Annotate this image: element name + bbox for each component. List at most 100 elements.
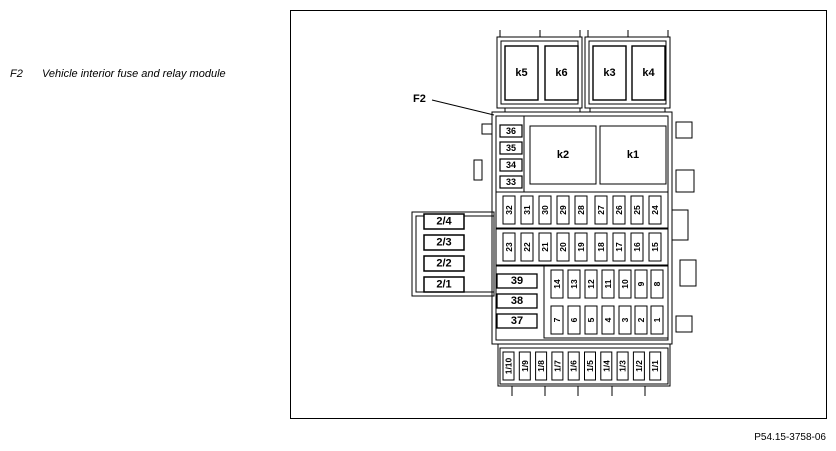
relay-label-k3: k3	[603, 67, 615, 79]
fuse-label-4: 4	[603, 317, 613, 322]
fuse-label-23: 23	[504, 242, 514, 252]
fuse-22	[520, 232, 534, 262]
fuse-label-21: 21	[540, 242, 550, 252]
fuse-23	[502, 232, 516, 262]
fuse-label-15: 15	[650, 242, 660, 252]
fuse-38	[496, 293, 538, 309]
fuse-label-25: 25	[632, 205, 642, 215]
connector-1-5	[584, 351, 596, 381]
fuse-18	[594, 232, 608, 262]
relay-label-k5: k5	[515, 67, 527, 79]
fuse-label-14: 14	[552, 279, 562, 289]
fuse-label-11: 11	[603, 279, 613, 288]
fuse-20	[556, 232, 570, 262]
fuse-32	[502, 195, 516, 225]
fuse-14	[550, 269, 564, 299]
fuse-37	[496, 313, 538, 329]
diagram-frame	[290, 10, 827, 419]
fuse-35	[499, 141, 523, 155]
connector-1-7	[551, 351, 564, 381]
fuse-31	[520, 195, 534, 225]
fuse-label-34: 34	[506, 160, 516, 170]
connector-2-3	[423, 234, 465, 251]
fuse-36	[499, 124, 523, 138]
connector-label-1-3: 1/3	[618, 360, 628, 372]
connector-2-2	[423, 255, 465, 272]
connector-1-8	[535, 351, 548, 381]
connector-label-2-1: 2/1	[436, 279, 451, 291]
fuse-label-33: 33	[506, 177, 516, 187]
fuse-11	[601, 269, 615, 299]
fuse-8	[650, 269, 664, 299]
legend-description: Vehicle interior fuse and relay module	[42, 68, 226, 80]
module-body	[411, 30, 697, 396]
fuse-10	[618, 269, 632, 299]
fuse-label-7: 7	[552, 317, 562, 322]
fuse-17	[612, 232, 626, 262]
fuse-21	[538, 232, 552, 262]
connector-1-1	[649, 351, 662, 381]
fuse-1	[650, 305, 664, 335]
fuse-label-8: 8	[652, 281, 662, 286]
fuse-label-9: 9	[636, 281, 646, 286]
fuse-4	[601, 305, 615, 335]
fuse-28	[574, 195, 588, 225]
fuse-30	[538, 195, 552, 225]
relay-k3	[592, 45, 627, 101]
fuse-label-31: 31	[522, 205, 532, 215]
connector-1-4	[600, 351, 613, 381]
fuse-label-20: 20	[558, 242, 568, 252]
fuse-label-39: 39	[511, 275, 523, 287]
connector-label-1-1: 1/1	[650, 360, 660, 372]
reference-number: P54.15-3758-06	[754, 432, 826, 443]
fuse-24	[648, 195, 662, 225]
fuse-5	[584, 305, 598, 335]
fuse-27	[594, 195, 608, 225]
connector-label-1-7: 1/7	[552, 360, 562, 372]
fuse-label-12: 12	[586, 279, 596, 289]
connector-label-1-5: 1/5	[585, 360, 595, 372]
fuse-label-17: 17	[614, 242, 624, 252]
fuse-label-35: 35	[506, 143, 516, 153]
fuse-label-6: 6	[569, 317, 579, 322]
connector-label-1-8: 1/8	[536, 360, 546, 372]
fuse-12	[584, 269, 598, 299]
fuse-39	[496, 273, 538, 289]
connector-label-1-10: 1/10	[504, 357, 514, 374]
fuse-label-37: 37	[511, 315, 523, 327]
relay-k6	[544, 45, 579, 101]
relay-label-k1: k1	[627, 149, 639, 161]
relay-label-k6: k6	[555, 67, 567, 79]
fuse-label-3: 3	[620, 317, 630, 322]
fuse-label-36: 36	[506, 126, 516, 136]
connector-label-1-4: 1/4	[601, 360, 611, 372]
relay-label-k2: k2	[557, 149, 569, 161]
connector-2-4	[423, 213, 465, 230]
fuse-15	[648, 232, 662, 262]
connector-1-6	[567, 351, 580, 381]
fuse-label-26: 26	[614, 205, 624, 215]
fuse-7	[550, 305, 564, 335]
connector-label-2-4: 2/4	[436, 216, 452, 228]
fuse-label-30: 30	[540, 205, 550, 215]
fuse-9	[634, 269, 648, 299]
fuse-label-28: 28	[576, 205, 586, 215]
fuse-29	[556, 195, 570, 225]
fuse-label-19: 19	[576, 242, 586, 252]
connector-2-1	[423, 276, 465, 293]
fuse-2	[634, 305, 648, 335]
fuse-25	[630, 195, 644, 225]
fuse-3	[618, 305, 632, 335]
fuse-33	[499, 175, 523, 189]
relay-label-k4: k4	[642, 67, 655, 79]
fuse-label-10: 10	[620, 279, 630, 289]
fuse-label-22: 22	[522, 242, 532, 252]
callout-leader	[431, 99, 495, 116]
fuse-19	[574, 232, 588, 262]
relay-k5	[504, 45, 539, 101]
fuse-34	[499, 158, 523, 172]
fuse-label-5: 5	[586, 317, 596, 322]
fuse-16	[630, 232, 644, 262]
connector-1-10	[502, 351, 515, 381]
